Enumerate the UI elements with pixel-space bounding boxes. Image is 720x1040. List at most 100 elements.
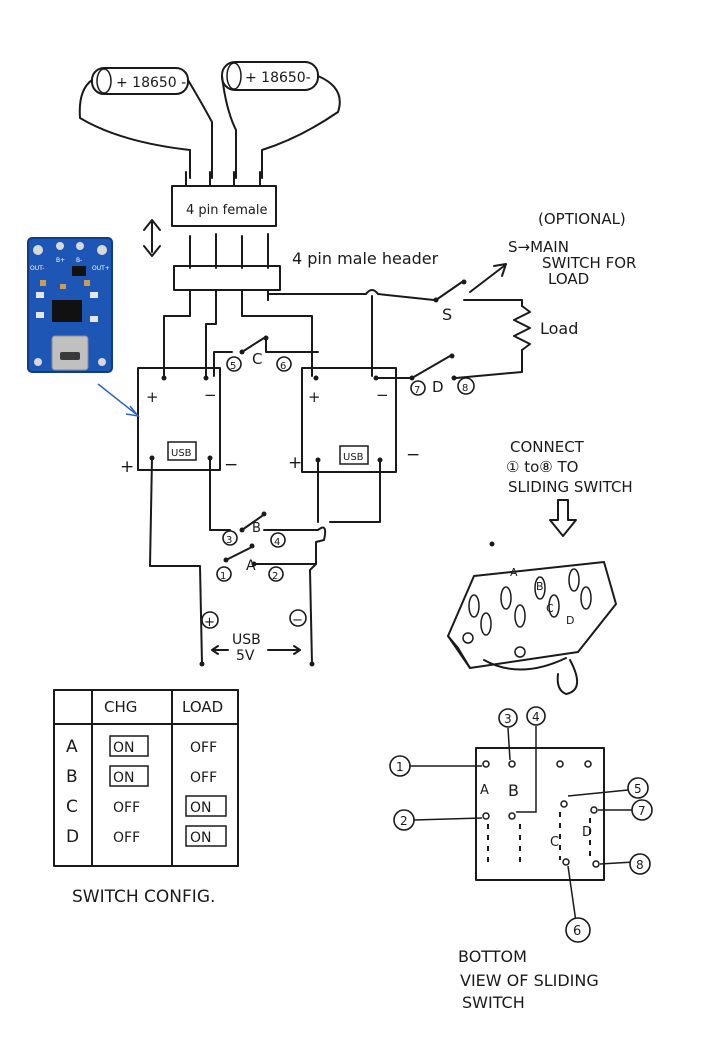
charger-module-left: + − USB + −: [120, 367, 238, 477]
optional-note: (OPTIONAL): [538, 210, 626, 228]
table-row-switch: B: [66, 767, 78, 787]
terminal-4-label: 4: [274, 537, 280, 548]
left-usb-plus: +: [120, 457, 134, 477]
main-switch-note-1: S→MAIN: [508, 238, 569, 256]
sliding-switch-sketch: A B C D: [447, 541, 617, 695]
terminal-7-label: 7: [414, 385, 420, 396]
right-usb-minus: −: [406, 445, 420, 465]
pcb-b-minus: B-: [76, 257, 82, 264]
bv-terminal-1: 1: [396, 760, 404, 774]
switch-b-label: B: [252, 521, 261, 536]
switch-config-title: SWITCH CONFIG.: [72, 887, 215, 907]
left-module-minus: −: [204, 386, 217, 404]
right-module-usb: USB: [343, 452, 364, 463]
table-cell-chg: OFF: [113, 800, 140, 816]
switch-a: A 1 2: [216, 543, 317, 582]
double-arrow-icon: [143, 219, 161, 257]
terminal-2-label: 2: [272, 571, 278, 582]
load-box: [185, 825, 227, 847]
right-module-plus: +: [308, 388, 321, 406]
charger-module-right: + − USB + −: [288, 367, 420, 473]
right-usb-plus: +: [288, 453, 302, 473]
table-cell-load: OFF: [190, 740, 217, 756]
bottom-view-title-1: BOTTOM: [458, 947, 527, 966]
main-switch-note-2: SWITCH FOR: [542, 254, 636, 272]
slide-label-c: C: [546, 602, 554, 615]
down-arrow-icon: [549, 499, 577, 537]
main-switch-note-3: LOAD: [548, 270, 589, 288]
switch-c-label: C: [252, 350, 262, 368]
left-module-usb: USB: [171, 448, 192, 459]
chg-box: [109, 765, 149, 787]
chg-box: [109, 735, 149, 757]
slide-label-b: B: [536, 580, 544, 593]
female-header: 4 pin female: [171, 171, 277, 227]
terminal-1-label: 1: [220, 571, 226, 582]
switch-s-label: S: [442, 305, 452, 324]
bv-terminal-8: 8: [636, 858, 644, 872]
battery-1: + 18650 -: [91, 67, 189, 95]
bottom-view-title-2: VIEW OF SLIDING: [460, 971, 599, 990]
charger-pcb-photo: OUT- B+ B- OUT+: [27, 237, 113, 373]
bv-terminal-4: 4: [532, 710, 540, 724]
battery-2-label: + 18650-: [245, 70, 311, 86]
bv-terminal-6: 6: [573, 924, 581, 939]
bottom-label-d: D: [582, 825, 592, 840]
male-header: [173, 233, 281, 307]
load-resistor: Load: [513, 305, 578, 351]
bottom-label-c: C: [550, 835, 559, 850]
connect-note-3: SLIDING SWITCH: [508, 478, 633, 496]
connect-note-2: ① to⑧ TO: [506, 458, 578, 476]
table-cell-load: ON: [190, 830, 212, 846]
terminal-8-label: 8: [462, 383, 468, 394]
load-label: Load: [540, 319, 578, 338]
battery-1-label: + 18650 -: [116, 75, 186, 91]
connect-note-1: CONNECT: [510, 438, 585, 456]
bv-terminal-3: 3: [504, 712, 512, 726]
usb-minus: −: [292, 613, 303, 628]
switch-b: B 3 4: [222, 511, 327, 565]
right-module-minus: −: [376, 386, 389, 404]
load-box: [185, 795, 227, 817]
female-header-label: 4 pin female: [186, 203, 267, 218]
left-module-plus: +: [146, 388, 159, 406]
switch-d-label: D: [432, 378, 444, 396]
switch-c: 5 C 6: [213, 335, 319, 377]
bv-terminal-2: 2: [400, 814, 408, 828]
table-cell-chg: ON: [113, 740, 135, 756]
slide-label-d: D: [566, 614, 574, 627]
usb-plus: +: [204, 615, 215, 630]
usb-voltage: 5V: [236, 648, 255, 664]
switch-a-label: A: [246, 558, 256, 574]
bottom-view-switch: A B C D 1 2 3 4 5 6 7 8: [389, 706, 653, 943]
terminal-3-label: 3: [226, 535, 232, 546]
terminal-5-label: 5: [230, 361, 236, 372]
table-cell-load: OFF: [190, 770, 217, 786]
table-cell-chg: ON: [113, 770, 135, 786]
terminal-6-label: 6: [280, 361, 286, 372]
pcb-out-minus: OUT-: [30, 265, 44, 272]
battery-2: + 18650-: [221, 61, 319, 91]
table-cell-load: ON: [190, 800, 212, 816]
main-switch-s: S: [433, 279, 467, 324]
table-header-chg: CHG: [104, 698, 137, 716]
table-row-switch: A: [66, 737, 78, 757]
usb-title: USB: [232, 632, 261, 648]
bottom-view-title-3: SWITCH: [462, 993, 525, 1012]
table-cell-chg: OFF: [113, 830, 140, 846]
bottom-label-a: A: [480, 783, 489, 798]
male-header-label: 4 pin male header: [292, 249, 439, 268]
table-header-load: LOAD: [182, 698, 223, 716]
usb-5v-input: + − USB 5V: [191, 563, 317, 667]
bottom-label-b: B: [508, 781, 519, 800]
left-usb-minus: −: [224, 455, 238, 475]
slide-label-a: A: [510, 566, 518, 579]
pcb-b-plus: B+: [56, 257, 65, 264]
pcb-out-plus: OUT+: [92, 265, 110, 272]
table-row-switch: D: [66, 827, 79, 847]
bv-terminal-5: 5: [634, 782, 642, 796]
switch-d: 7 D 8: [377, 353, 475, 396]
